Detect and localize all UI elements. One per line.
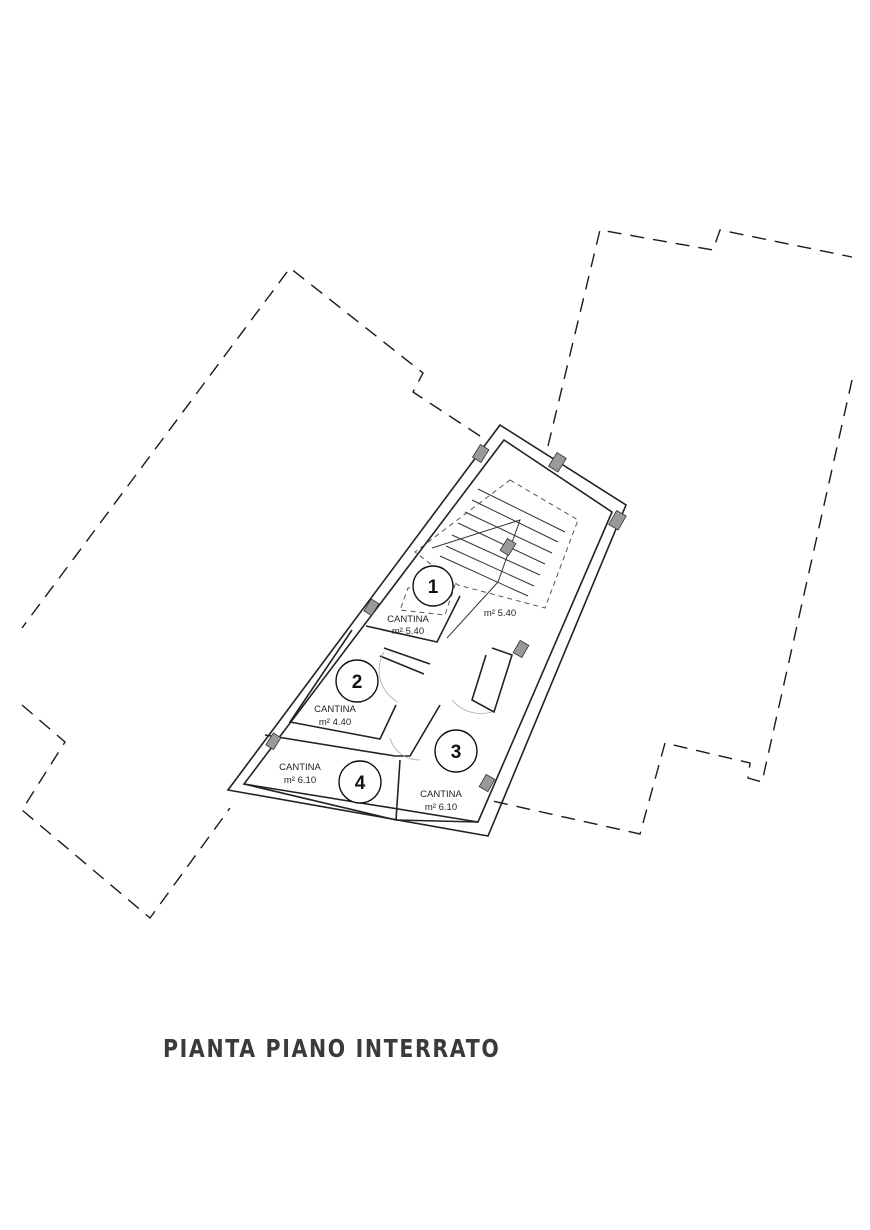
room-2-area: m² 4.40 xyxy=(319,717,351,728)
room-4-number: 4 xyxy=(355,773,366,794)
room-3-label: CANTINA xyxy=(420,789,462,800)
room-3-marker xyxy=(434,729,478,773)
room-3-area: m² 6.10 xyxy=(425,802,457,813)
pillars xyxy=(265,443,627,793)
room-2-marker xyxy=(335,659,379,703)
room-1-label: CANTINA xyxy=(387,614,429,625)
room-2: 2 CANTINA m² 4.40 xyxy=(314,659,379,728)
stair-area: m² 5.40 xyxy=(484,608,516,619)
room-1-number: 1 xyxy=(428,577,439,598)
plan-title: PIANTA PIANO INTERRATO xyxy=(163,1034,501,1063)
room-4: 4 CANTINA m² 6.10 xyxy=(279,760,382,804)
room-4-label: CANTINA xyxy=(279,762,321,773)
room-3-number: 3 xyxy=(451,742,462,763)
room-4-marker xyxy=(338,760,382,804)
room-4-area: m² 6.10 xyxy=(284,775,316,786)
room-3: 3 CANTINA m² 6.10 xyxy=(420,729,478,813)
door-swings xyxy=(378,651,493,761)
left-building-outline xyxy=(21,267,481,920)
room-1-marker xyxy=(412,565,454,607)
right-building-outline xyxy=(487,229,853,835)
interior-partitions xyxy=(243,595,513,823)
room-1: 1 CANTINA m² 5.40 xyxy=(387,565,454,637)
room-2-label: CANTINA xyxy=(314,704,356,715)
room-1-area: m² 5.40 xyxy=(392,626,424,637)
room-2-number: 2 xyxy=(352,672,363,693)
